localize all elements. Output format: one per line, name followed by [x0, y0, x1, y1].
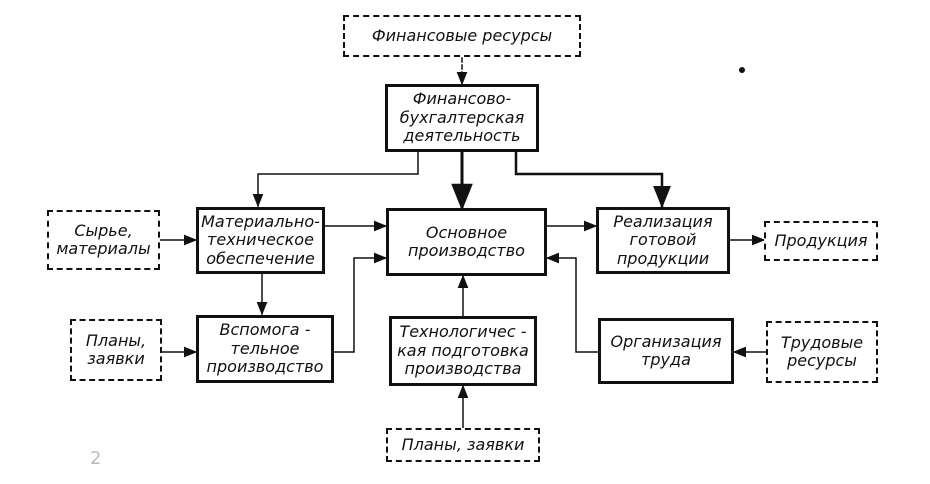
arrow-aux-to-main: [333, 252, 388, 353]
node-plans-bottom: Планы, заявки: [386, 428, 540, 462]
node-main-production: Основное производство: [386, 208, 547, 276]
arrow-labor-org-to-main: [545, 252, 599, 353]
arrow-accounting-to-sales: [514, 150, 671, 209]
arrow-accounting-to-supply: [252, 151, 419, 208]
node-plans-left: Планы, заявки: [70, 319, 162, 381]
node-labor-organization: Организация труда: [598, 318, 734, 384]
node-tech-preparation: Технологичес - кая подготовка производст…: [389, 316, 537, 386]
node-labor-resources: Трудовые ресурсы: [766, 321, 878, 383]
ink-dot: [739, 67, 745, 73]
node-products: Продукция: [764, 221, 878, 261]
node-raw-materials: Сырье, материалы: [47, 210, 160, 270]
node-financial-resources: Финансовые ресурсы: [343, 15, 581, 57]
node-material-supply: Материально- техническое обеспечение: [196, 207, 325, 274]
node-financial-accounting: Финансово- бухгалтерская деятельность: [385, 84, 539, 152]
page-mark: 2: [90, 448, 102, 469]
node-product-sales: Реализация готовой продукции: [596, 207, 730, 274]
node-auxiliary-production: Вспомога - тельное производство: [196, 315, 334, 383]
